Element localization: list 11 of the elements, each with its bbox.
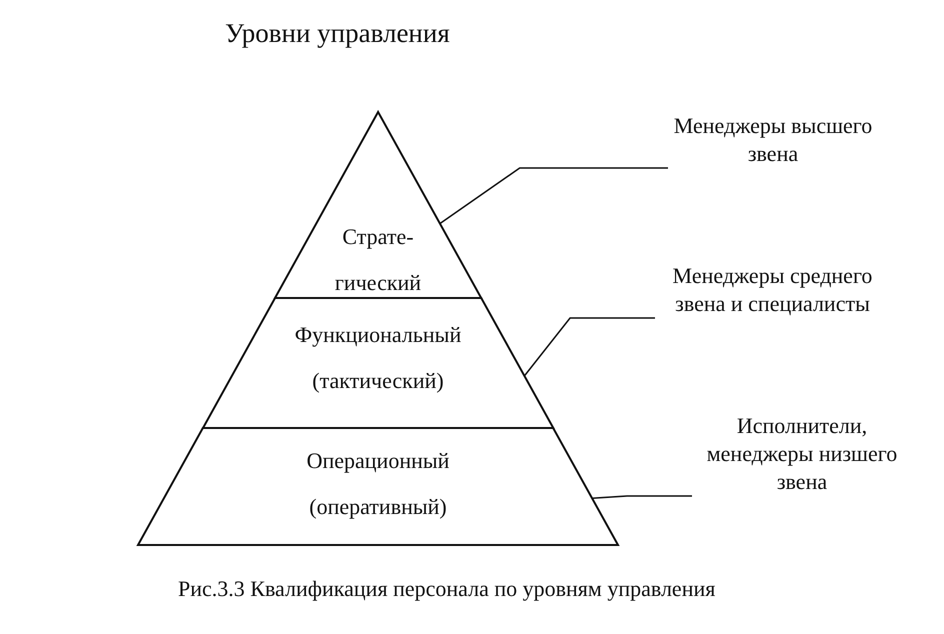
leader-line: [439, 167, 668, 224]
leader-line: [592, 495, 692, 499]
caption: Рис.3.3 Квалификация персонала по уровням управления: [178, 576, 716, 602]
side-label: Менеджеры высшего звена: [668, 112, 878, 168]
level-label: Операционный (оперативный): [306, 447, 450, 521]
level-label: Страте- гический: [334, 223, 422, 297]
level-label: Функциональный (тактический): [294, 321, 462, 395]
side-label: Исполнители, менеджеры низшего звена: [692, 412, 912, 496]
title: Уровни управления: [225, 18, 450, 49]
side-label: Менеджеры среднего звена и специалисты: [655, 262, 890, 318]
leader-line: [524, 317, 655, 376]
